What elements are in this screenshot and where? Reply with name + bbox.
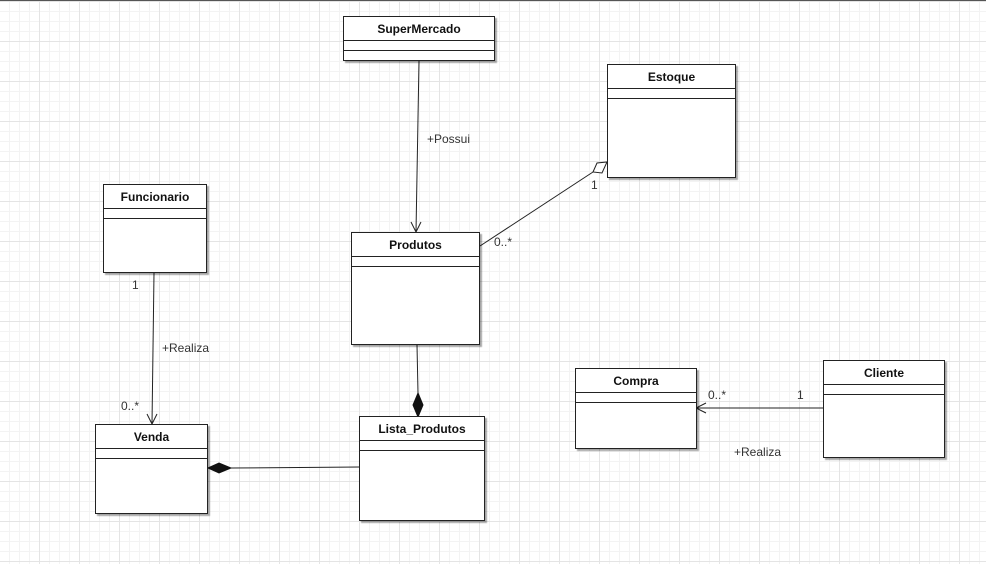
- class-compra[interactable]: Compra: [575, 368, 697, 449]
- attributes-compartment: [360, 441, 484, 451]
- attributes-compartment: [344, 41, 494, 51]
- class-name: SuperMercado: [344, 17, 494, 41]
- multiplicity-compra: 0..*: [708, 388, 727, 402]
- class-lista-produtos[interactable]: Lista_Produtos: [359, 416, 485, 521]
- role-label-realiza-compra: +Realiza: [734, 445, 782, 459]
- filled-diamond: [206, 462, 233, 474]
- multiplicity-estoque: 1: [591, 178, 598, 192]
- attributes-compartment: [824, 385, 944, 395]
- class-name: Estoque: [608, 65, 735, 89]
- composition-lista-venda[interactable]: [206, 462, 361, 474]
- class-estoque[interactable]: Estoque: [607, 64, 736, 178]
- multiplicity-funcionario: 1: [132, 278, 139, 292]
- class-cliente[interactable]: Cliente: [823, 360, 945, 458]
- association-cliente-compra[interactable]: [694, 402, 823, 414]
- class-funcionario[interactable]: Funcionario: [103, 184, 207, 273]
- association-funcionario-venda[interactable]: [146, 272, 158, 426]
- multiplicity-produtos: 0..*: [494, 235, 513, 249]
- attributes-compartment: [608, 89, 735, 99]
- class-supermercado[interactable]: SuperMercado: [343, 16, 495, 61]
- aggregation-estoque-produtos[interactable]: [479, 161, 608, 247]
- multiplicity-venda: 0..*: [121, 399, 140, 413]
- filled-diamond: [412, 391, 424, 419]
- role-label-possui: +Possui: [427, 132, 471, 146]
- attributes-compartment: [96, 449, 207, 459]
- class-venda[interactable]: Venda: [95, 424, 208, 514]
- class-name: Produtos: [352, 233, 479, 257]
- attributes-compartment: [576, 393, 696, 403]
- canvas-top-border: [0, 0, 986, 1]
- multiplicity-cliente: 1: [797, 388, 804, 402]
- attributes-compartment: [352, 257, 479, 267]
- attributes-compartment: [104, 209, 206, 219]
- association-supermercado-produtos[interactable]: [410, 60, 422, 234]
- class-name: Compra: [576, 369, 696, 393]
- class-name: Lista_Produtos: [360, 417, 484, 441]
- class-name: Cliente: [824, 361, 944, 385]
- role-label-realiza-venda: +Realiza: [162, 341, 210, 355]
- composition-produtos-lista[interactable]: [412, 344, 424, 419]
- hollow-diamond: [592, 161, 608, 174]
- class-name: Funcionario: [104, 185, 206, 209]
- class-name: Venda: [96, 425, 207, 449]
- class-produtos[interactable]: Produtos: [351, 232, 480, 345]
